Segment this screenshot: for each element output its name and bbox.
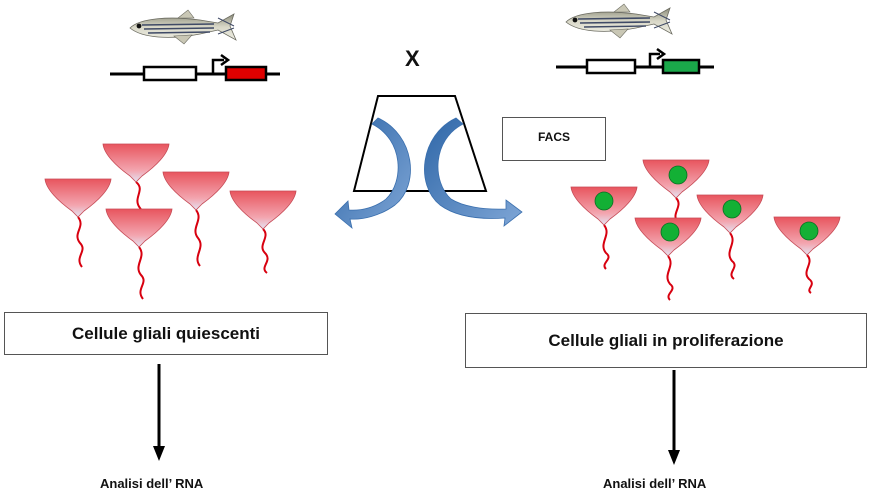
sorting-funnel-icon xyxy=(352,95,488,192)
proliferating-cells-box: Cellule gliali in proliferazione xyxy=(465,313,867,368)
zebrafish-right-icon xyxy=(565,3,673,39)
proliferating-glial-cell-5 xyxy=(773,216,841,294)
quiescent-cells-box: Cellule gliali quiescenti xyxy=(4,312,328,355)
quiescent-glial-cell-3 xyxy=(162,171,230,267)
cross-symbol: X xyxy=(405,46,420,71)
quiescent-glial-cell-5 xyxy=(229,190,297,274)
proliferating-cells-label: Cellule gliali in proliferazione xyxy=(548,330,784,350)
quiescent-glial-cell-4 xyxy=(105,208,173,300)
rna-analysis-right-label: Analisi dell’ RNA xyxy=(603,476,707,491)
proliferating-glial-cell-4 xyxy=(696,194,764,280)
curved-arrow-left-icon xyxy=(334,117,411,230)
down-arrow-left-icon xyxy=(153,364,165,461)
curved-arrow-right-icon xyxy=(424,117,523,227)
proliferating-glial-cell-3 xyxy=(634,217,702,301)
down-arrow-right-icon xyxy=(668,370,680,465)
green-reporter-construct-icon xyxy=(556,47,714,75)
red-reporter-construct-icon xyxy=(110,53,280,82)
quiescent-glial-cell-1 xyxy=(44,178,112,268)
proliferating-glial-cell-2 xyxy=(642,159,710,223)
rna-analysis-left-label: Analisi dell’ RNA xyxy=(100,476,204,491)
proliferating-glial-cell-1 xyxy=(570,186,638,270)
facs-label-box: FACS xyxy=(502,117,606,161)
zebrafish-left-icon xyxy=(129,9,237,45)
quiescent-cells-label: Cellule gliali quiescenti xyxy=(72,323,260,343)
